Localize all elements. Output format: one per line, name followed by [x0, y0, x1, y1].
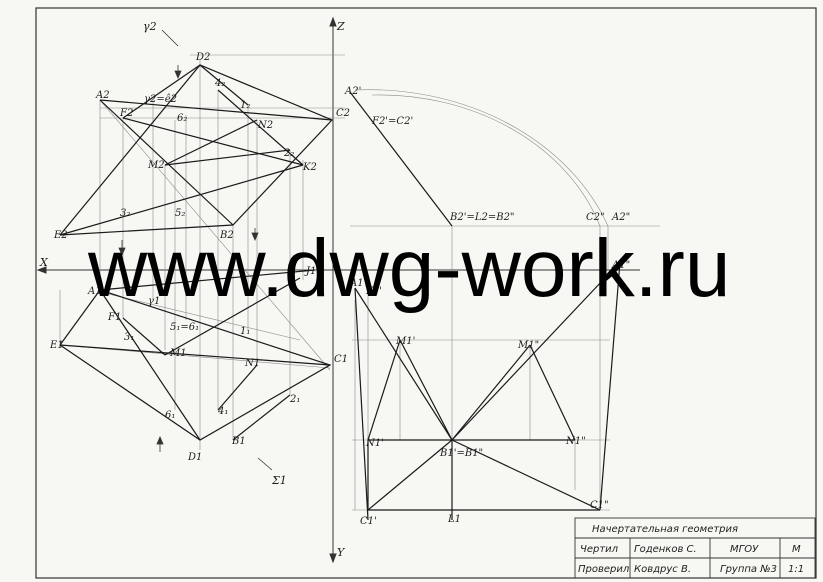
point-label-n1-dd: N1"	[565, 436, 586, 447]
side-projection	[349, 91, 621, 521]
point-label-e2: E2	[53, 230, 68, 241]
point-label-m1-dd: M1"	[517, 340, 539, 351]
point-label-a2-dd: A2"	[611, 212, 630, 223]
point-label-e1: E1	[49, 340, 64, 351]
front-projection	[59, 64, 334, 236]
point-label-a2-prime: A2'	[344, 86, 361, 97]
title-block-scale: 1:1	[788, 564, 804, 575]
point-label-52: 5₂	[175, 208, 185, 219]
point-label-a1-prime: A1'	[349, 278, 366, 289]
point-label-12: 1₂	[240, 100, 250, 111]
point-label-k2: K2	[302, 162, 317, 173]
title-block-drawn-name: Годенков С.	[634, 544, 697, 555]
point-label-31: 3₁	[124, 332, 134, 343]
direction-arrows	[118, 29, 273, 471]
axis-y-label: Y	[337, 546, 346, 559]
point-label-11: 1₁	[240, 326, 250, 337]
plane-gamma-label: γ2	[143, 20, 157, 33]
point-label-b1-eq: B1'=B1"	[439, 448, 483, 459]
title-block-drawn-role: Чертил	[580, 544, 619, 555]
point-label-l1: L1	[447, 514, 461, 525]
axis-x-label: X	[39, 256, 49, 269]
point-label-61: 6₁	[165, 410, 175, 421]
point-label-d2: D2	[195, 52, 210, 63]
point-label-m1: M1	[169, 348, 187, 359]
point-label-41: 4₁	[217, 406, 228, 417]
point-label-21: 2₁	[289, 394, 300, 405]
title-block-org: МГОУ	[730, 544, 759, 555]
point-label-32: 3₂	[120, 208, 130, 219]
axis-z-label: Z	[336, 20, 345, 33]
point-label-g2e2: γ2=ê2	[144, 94, 177, 105]
point-label-n2: N2	[257, 120, 273, 131]
point-label-51-61: 5₁=6₁	[170, 322, 199, 333]
projection-axes	[36, 16, 640, 564]
point-label-f1: F1	[107, 312, 121, 323]
title-block-title: Начертательная геометрия	[592, 524, 738, 535]
point-label-c1: C1	[334, 354, 348, 365]
title-block-m-label: М	[792, 544, 801, 555]
point-label-42: 4₂	[214, 78, 225, 89]
point-label-c2-dd: C2"	[586, 212, 605, 223]
point-label-c2: C2	[336, 108, 350, 119]
point-label-n1-prime: N1'	[365, 438, 384, 449]
sheet-frame	[35, 7, 817, 579]
title-block-group: Группа №3	[720, 564, 777, 575]
point-label-g1: γ1	[148, 296, 160, 307]
point-label-f1-prime: F1'	[365, 286, 382, 297]
point-label-62: 6₂	[177, 113, 187, 124]
watermark-text: www.dwg-work.ru	[87, 223, 730, 314]
point-label-m1-prime: M1'	[395, 336, 415, 347]
point-label-m2: M2	[147, 160, 165, 171]
top-projection	[59, 269, 332, 441]
plane-sigma-label: Σ1	[271, 474, 287, 487]
point-label-c1-prime: C1'	[360, 516, 377, 527]
point-label-d1: D1	[187, 452, 202, 463]
point-label-22: 2₂	[283, 148, 294, 159]
point-label-b2: B2	[219, 230, 234, 241]
point-label-a1: A1	[87, 286, 102, 297]
point-label-c1-dd: C1"	[590, 500, 609, 511]
title-block	[574, 517, 816, 579]
point-label-j1: J1	[304, 266, 316, 277]
point-label-b2-eq: B2'=L2=B2"	[449, 212, 515, 223]
title-block-checked-role: Проверил	[578, 564, 630, 575]
point-label-f2: F2	[119, 108, 133, 119]
point-label-a1-dd: A1"	[611, 260, 630, 271]
title-block-checked-name: Ковдрус В.	[634, 564, 691, 575]
point-label-b1: B1	[231, 436, 246, 447]
point-label-n1: N1	[244, 358, 260, 369]
point-label-a2: A2	[95, 90, 110, 101]
point-label-f2-eq: F2'=C2'	[371, 116, 413, 127]
